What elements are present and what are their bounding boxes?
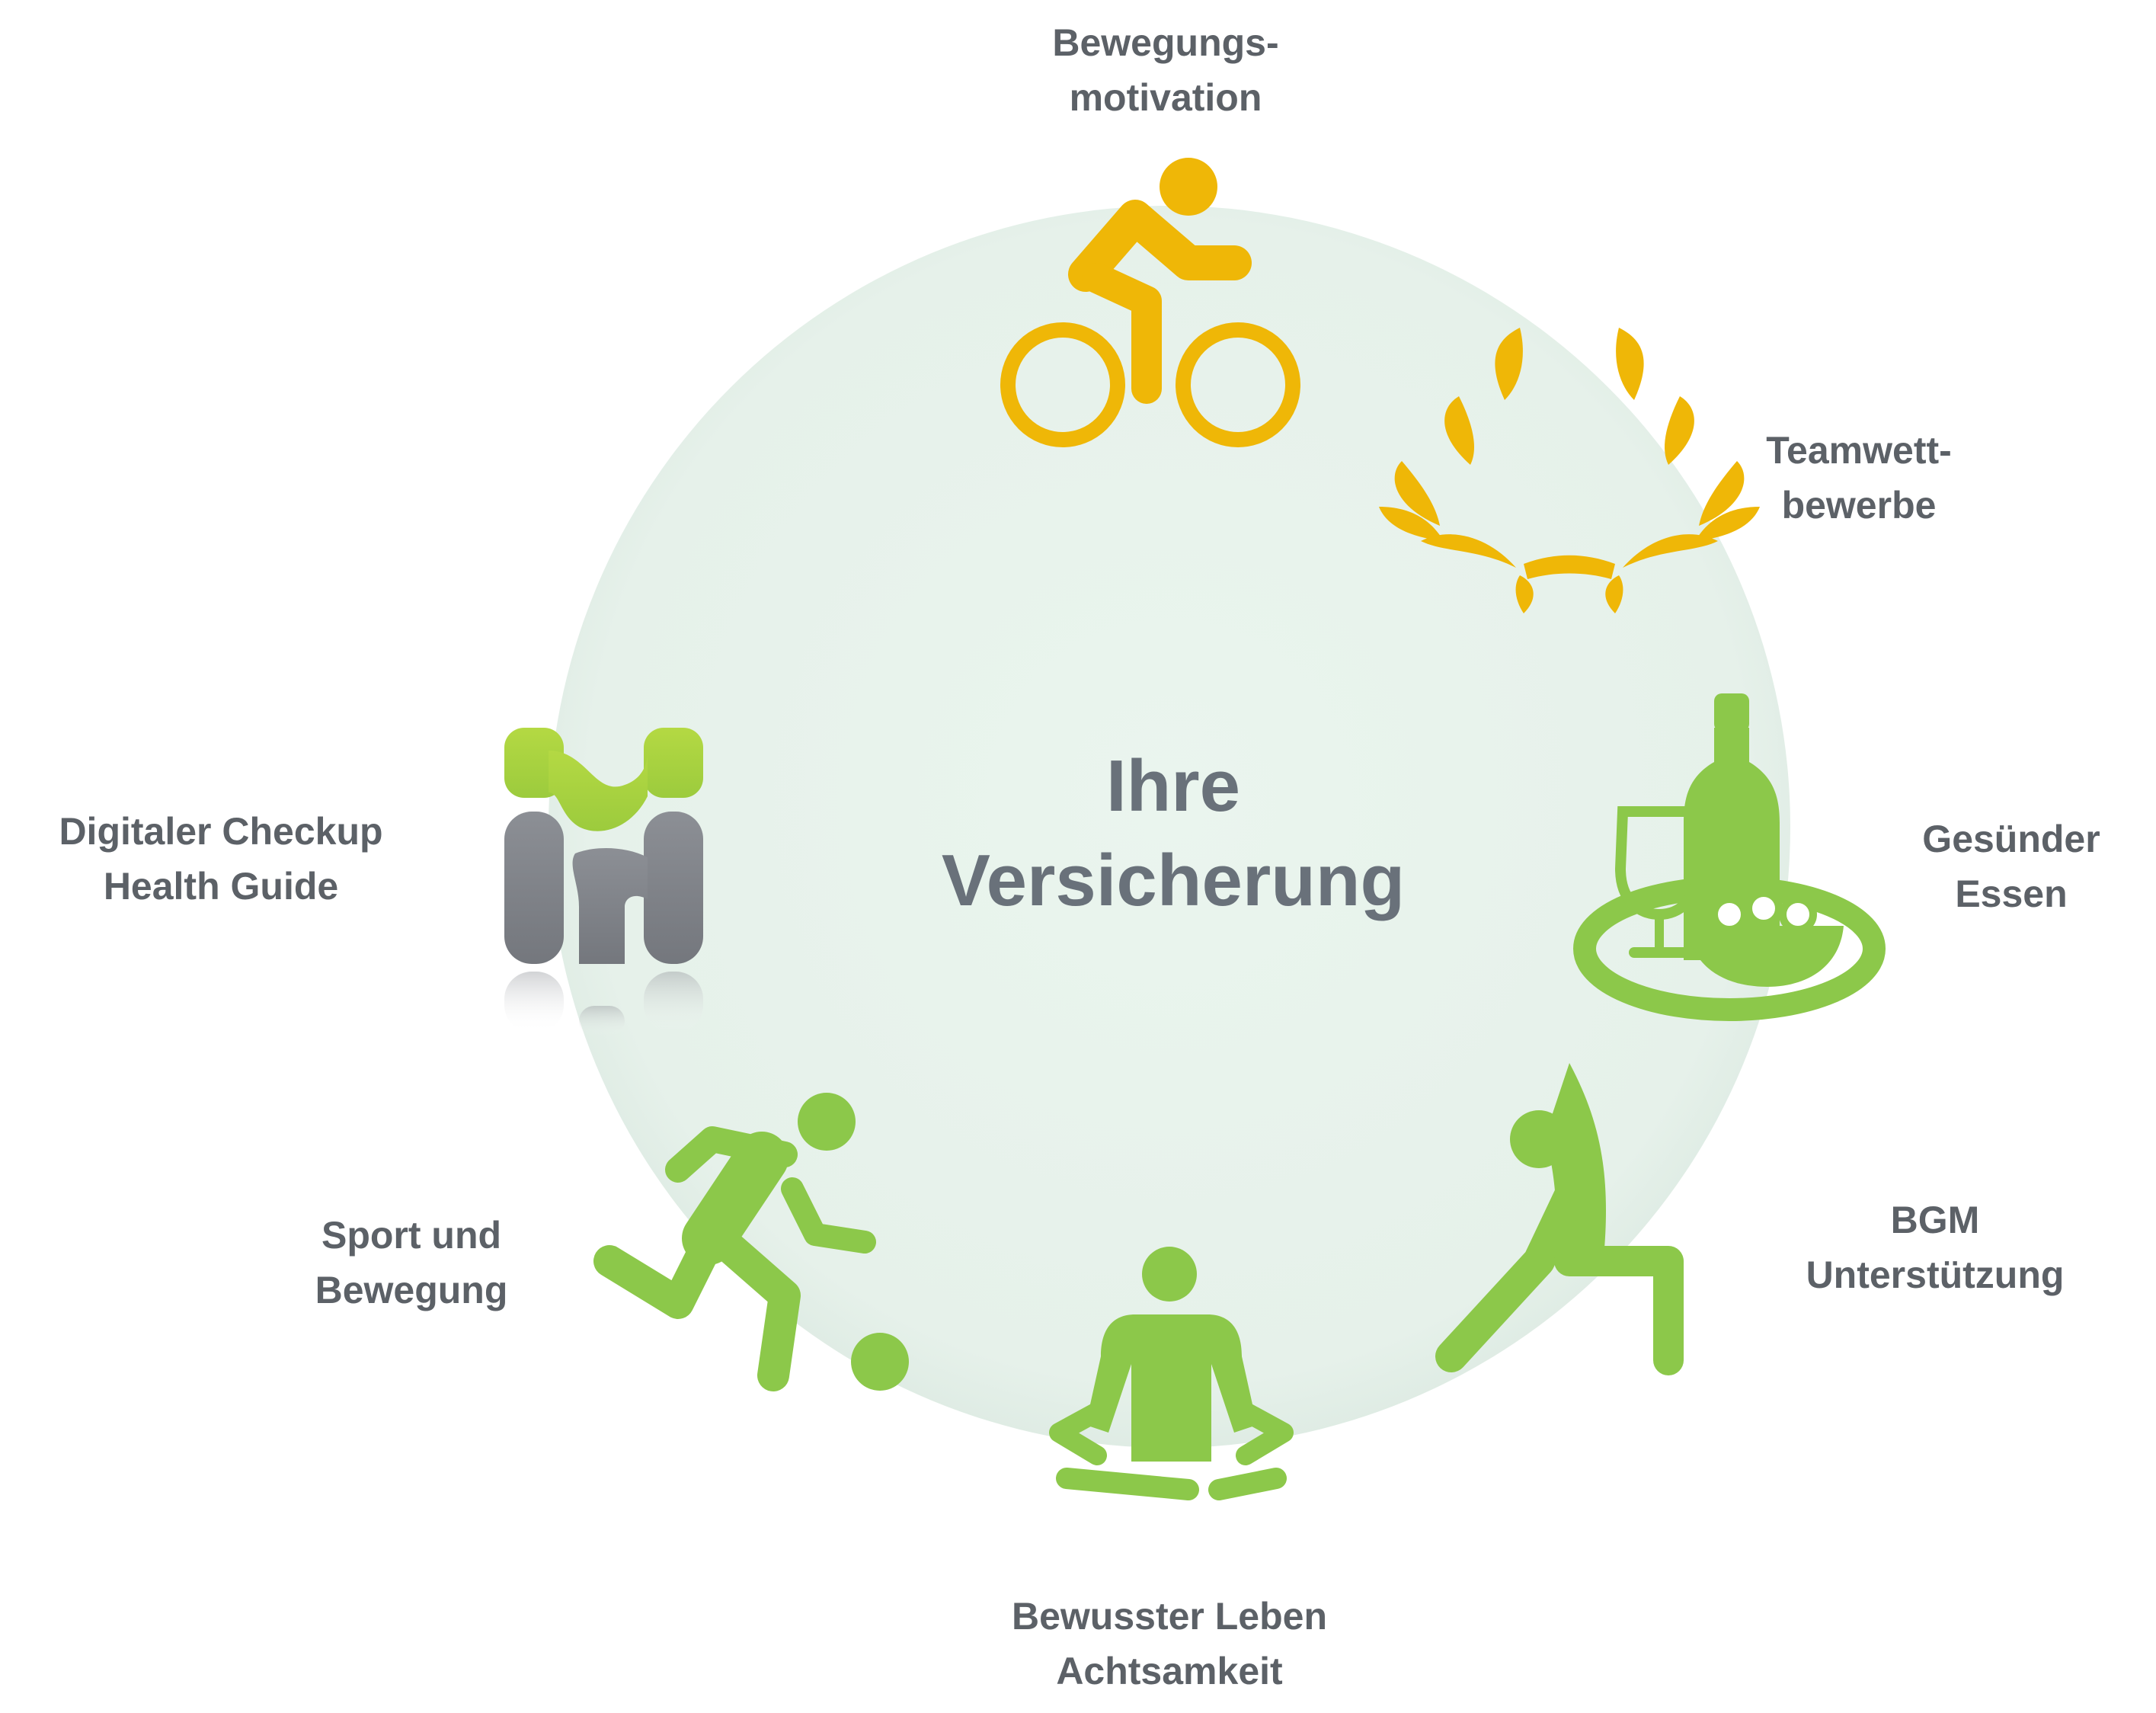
center-title: Ihre Versicherung (838, 739, 1508, 928)
label-line-2: Essen (1955, 873, 2068, 915)
logo-grey-part (504, 812, 703, 964)
cyclist-icon (1000, 158, 1300, 447)
label-digitaler-checkup: Digitaler Checkup Health Guide (15, 804, 427, 914)
logo-reflection (504, 972, 703, 1036)
label-line-1: Bewusster Leben (1011, 1595, 1327, 1638)
center-circle (549, 206, 1790, 1448)
health-guide-logo-icon (504, 728, 703, 1036)
meditation-icon (1049, 1247, 1294, 1500)
laurel-wreath-icon (1379, 328, 1760, 613)
label-line-2: Unterstützung (1806, 1254, 2065, 1296)
center-title-line-2: Versicherung (941, 840, 1406, 921)
label-teamwettbewerbe: Teamwett- bewerbe (1699, 423, 2019, 533)
soccer-player-icon (593, 1093, 909, 1391)
label-bewegungsmotivation: Bewegungs- motivation (990, 15, 1341, 125)
label-line-2: Achtsamkeit (1056, 1650, 1283, 1692)
label-line-1: BGM (1890, 1199, 1980, 1241)
label-line-2: motivation (1069, 76, 1262, 119)
center-title-line-1: Ihre (1105, 745, 1241, 827)
logo-green-part (504, 728, 703, 831)
label-line-2: Bewegung (315, 1269, 508, 1311)
label-line-2: bewerbe (1781, 484, 1937, 527)
label-line-1: Bewegungs- (1052, 21, 1279, 64)
stretching-person-icon (1435, 1063, 1684, 1375)
label-bewusster-leben: Bewusster Leben Achtsamkeit (926, 1589, 1413, 1699)
label-bgm-unterstuetzung: BGM Unterstützung (1752, 1193, 2118, 1302)
label-line-2: Health Guide (103, 865, 339, 908)
label-gesuender-essen: Gesünder Essen (1882, 812, 2141, 921)
label-line-1: Teamwett- (1766, 429, 1952, 472)
label-sport-und-bewegung: Sport und Bewegung (259, 1208, 564, 1318)
label-line-1: Digitaler Checkup (59, 810, 383, 853)
food-tray-icon (1573, 693, 1886, 1021)
label-line-1: Sport und (321, 1214, 502, 1257)
label-line-1: Gesünder (1922, 818, 2100, 860)
